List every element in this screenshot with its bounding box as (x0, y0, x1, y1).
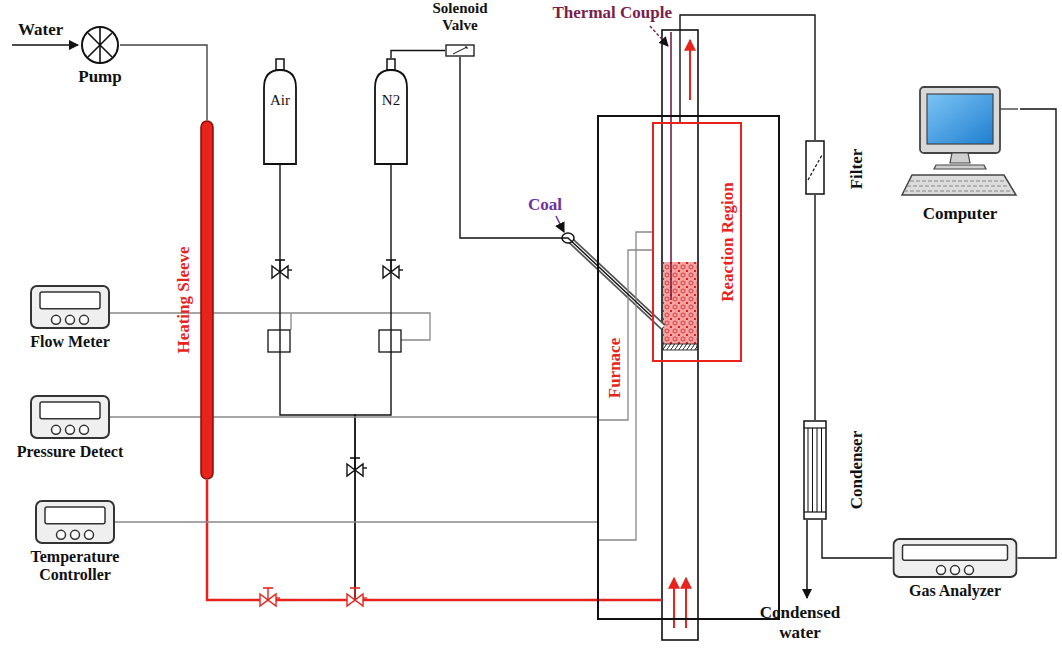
heating-sleeve: Heating Sleeve (170, 120, 220, 480)
pump-symbol-outline (80, 25, 120, 65)
thermocouple-label: Thermal Couple (553, 3, 672, 23)
node-label: Gas Analyzer (885, 582, 1025, 600)
filter-body-outline (805, 140, 825, 195)
heating-sleeve-bar (200, 120, 214, 480)
gas-cylinder-symbol-outline (373, 58, 409, 165)
pipe-line (822, 520, 893, 558)
sensor-wire (597, 232, 652, 540)
condenser-body-outline (803, 420, 827, 520)
pump-symbol (80, 25, 120, 65)
flow-arrow (685, 578, 687, 628)
computer-icon (900, 85, 1020, 200)
flow-meter: Flow Meter (10, 285, 130, 365)
gas-cylinder: Air (262, 58, 298, 165)
node-label: Heating Sleeve (174, 246, 194, 353)
node-label: Air (262, 92, 298, 109)
node-label: Condenser (847, 431, 867, 509)
gas-analyzer: Gas Analyzer (885, 538, 1025, 608)
pump: Pump (70, 25, 130, 93)
flow-arrow (689, 40, 691, 100)
pipe-line (110, 416, 597, 417)
vertical-label-holder: Filter (845, 140, 869, 198)
flow-controller (379, 330, 401, 352)
instrument-body-outline (30, 285, 110, 329)
heating-sleeve-bar-outline (200, 120, 214, 480)
vertical-label-holder: Heating Sleeve (172, 120, 196, 480)
computer-icon-outline (900, 85, 1020, 200)
instrument-body (35, 500, 115, 544)
node-label: Filter (847, 149, 867, 190)
signal-wire (290, 313, 291, 330)
coal-arrow (556, 216, 564, 232)
drain-label: Condensed water (745, 603, 855, 642)
drain-arrow (806, 520, 808, 598)
solenoid-symbol-outline (445, 44, 475, 57)
gas-cylinder-symbol (373, 58, 409, 165)
vertical-label-holder: Reaction Region (716, 124, 740, 360)
node-label: Flow Meter (10, 333, 130, 351)
particle-bed (663, 262, 697, 344)
node-label: Pressure Detect (10, 443, 130, 461)
filter-body (805, 140, 825, 195)
node-label: Temperature Controller (5, 548, 145, 585)
distributor-plate (663, 344, 697, 350)
node-label: Pump (70, 67, 130, 87)
condenser: Condenser (800, 415, 875, 525)
furnace: Furnace Reaction Region (597, 115, 780, 620)
solenoid-valve: Solenoid Valve (410, 0, 510, 60)
node-label: N2 (373, 92, 409, 109)
vertical-label-holder: Condenser (845, 415, 869, 525)
node-label: Reaction Region (718, 182, 738, 301)
pipe-line (1018, 109, 1057, 558)
condenser-body (803, 420, 827, 520)
instrument-body-outline (893, 538, 1018, 578)
gas-cylinder-symbol (262, 58, 298, 165)
inlet-label: Water (18, 20, 63, 40)
sensor-wire (597, 250, 652, 420)
thermocouple-leader (650, 26, 668, 46)
solenoid-symbol (445, 44, 475, 57)
thermocouple-probe (670, 32, 672, 300)
instrument-body-outline (30, 395, 110, 439)
gas-cylinder-symbol-outline (262, 58, 298, 165)
node-label: Computer (895, 204, 1025, 224)
gas-cylinder: N2 (373, 58, 409, 165)
pipe-line (115, 521, 597, 522)
instrument-body (893, 538, 1018, 578)
node-label: Furnace (605, 337, 625, 397)
pipe-line (355, 165, 597, 600)
pipe-line (120, 45, 207, 120)
pipe-line (207, 480, 597, 600)
flow-arrow (673, 578, 675, 628)
steam-line (597, 599, 662, 602)
pressure-gauge: Pressure Detect (10, 395, 130, 475)
reaction-region: Reaction Region (652, 122, 742, 362)
node-label: Solenoid Valve (410, 0, 510, 35)
vertical-label-holder: Furnace (603, 117, 627, 618)
filter: Filter (800, 140, 875, 198)
pipe-line (391, 51, 445, 59)
temperature-controller: Temperature Controller (5, 500, 145, 630)
computer: Computer (895, 85, 1025, 235)
pipe-line (460, 57, 652, 317)
instrument-body (30, 395, 110, 439)
instrument-body (30, 285, 110, 329)
flow-controller (268, 330, 290, 352)
water-inlet-arrow (12, 44, 78, 46)
pipe-line (280, 165, 597, 600)
coal-label: Coal (528, 195, 562, 215)
instrument-body-outline (35, 500, 115, 544)
pipe-line (814, 195, 815, 420)
